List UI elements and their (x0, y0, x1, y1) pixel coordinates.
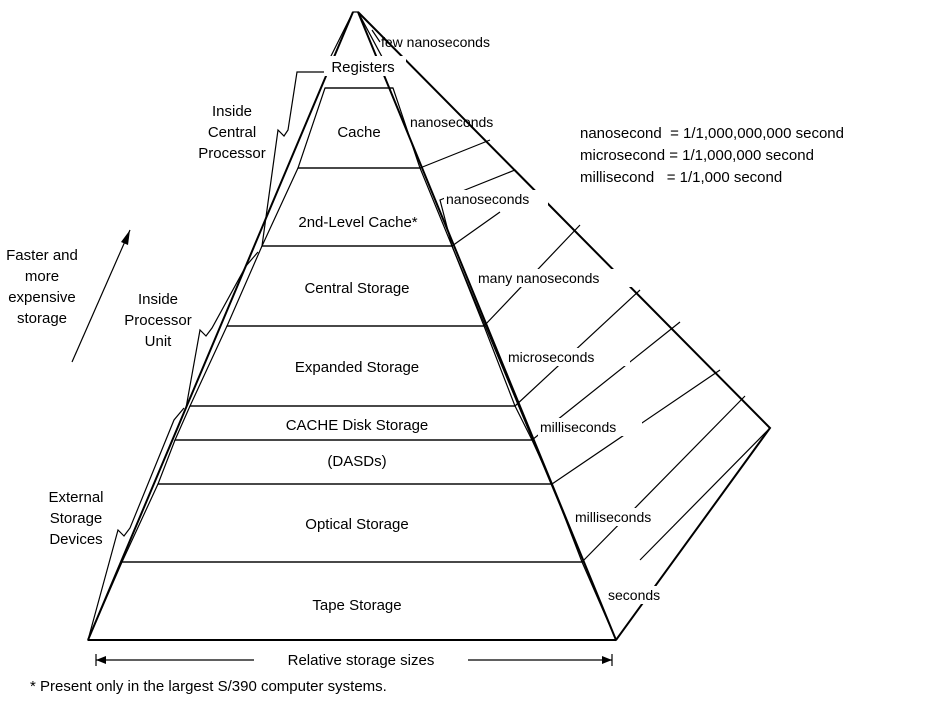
pyramid-back-edge (357, 11, 772, 641)
arrow-label-line1: Faster and (6, 247, 78, 264)
time-expanded-storage: microseconds (508, 349, 594, 365)
group-central-processor-line2: Central (208, 124, 256, 141)
label-cache: Cache (337, 124, 380, 141)
faster-arrow: Faster and more expensive storage (6, 229, 131, 363)
definition-millisecond: millisecond = 1/1,000 second (580, 169, 782, 186)
access-time-labels: few nanoseconds nanoseconds nanoseconds … (371, 29, 674, 604)
label-2nd-level-cache: 2nd-Level Cache* (298, 214, 417, 231)
label-expanded-storage: Expanded Storage (295, 359, 419, 376)
relative-storage-sizes-label: Relative storage sizes (288, 652, 435, 669)
time-central-storage: many nanoseconds (478, 270, 599, 286)
group-central-processor-line3: Processor (198, 145, 266, 162)
group-processor-unit-line3: Unit (145, 333, 173, 350)
arrow-head-icon (121, 230, 130, 245)
time-few-nanoseconds: few nanoseconds (381, 34, 490, 50)
group-labels: Inside Central Processor Inside Processo… (48, 103, 265, 548)
group-processor-unit-line1: Inside (138, 291, 178, 308)
label-registers: Registers (331, 59, 394, 76)
relative-size-dimension: Relative storage sizes (95, 652, 613, 669)
arrow-label-line3: expensive (8, 289, 76, 306)
band-2nd-level-cache (261, 167, 453, 247)
dimension-right-arrow-icon (602, 656, 612, 664)
time-tape: seconds (608, 587, 660, 603)
arrow-label-line4: storage (17, 310, 67, 327)
unit-definitions: nanosecond = 1/1,000,000,000 second micr… (580, 125, 844, 186)
time-cache-disk: milliseconds (540, 419, 616, 435)
label-dasds: (DASDs) (327, 453, 386, 470)
definition-nanosecond: nanosecond = 1/1,000,000,000 second (580, 125, 844, 142)
group-external-line3: Devices (49, 531, 102, 548)
time-optical: milliseconds (575, 509, 651, 525)
level-labels: Registers Cache 2nd-Level Cache* Central… (286, 56, 429, 614)
group-external-line2: Storage (50, 510, 103, 527)
definition-microsecond: microsecond = 1/1,000,000 second (580, 147, 814, 164)
dimension-left-arrow-icon (96, 656, 106, 664)
pyramid-left-edge (87, 11, 354, 641)
brace-processor-unit (185, 251, 259, 409)
brace-central-processor (261, 71, 324, 247)
group-central-processor-line1: Inside (212, 103, 252, 120)
pyramid-side-face (439, 169, 771, 642)
label-optical-storage: Optical Storage (305, 516, 408, 533)
label-tape-storage: Tape Storage (312, 597, 401, 614)
time-2nd-level-cache: nanoseconds (446, 191, 529, 207)
label-cache-disk-storage: CACHE Disk Storage (286, 417, 429, 434)
brace-external (87, 407, 185, 641)
time-cache: nanoseconds (410, 114, 493, 130)
group-processor-unit-line2: Processor (124, 312, 192, 329)
footnote: * Present only in the largest S/390 comp… (30, 678, 387, 695)
label-central-storage: Central Storage (304, 280, 409, 297)
group-braces (87, 71, 324, 641)
pyramid-front-right-edge (357, 11, 617, 641)
arrow-label-line2: more (25, 268, 59, 285)
group-external-line1: External (48, 489, 103, 506)
